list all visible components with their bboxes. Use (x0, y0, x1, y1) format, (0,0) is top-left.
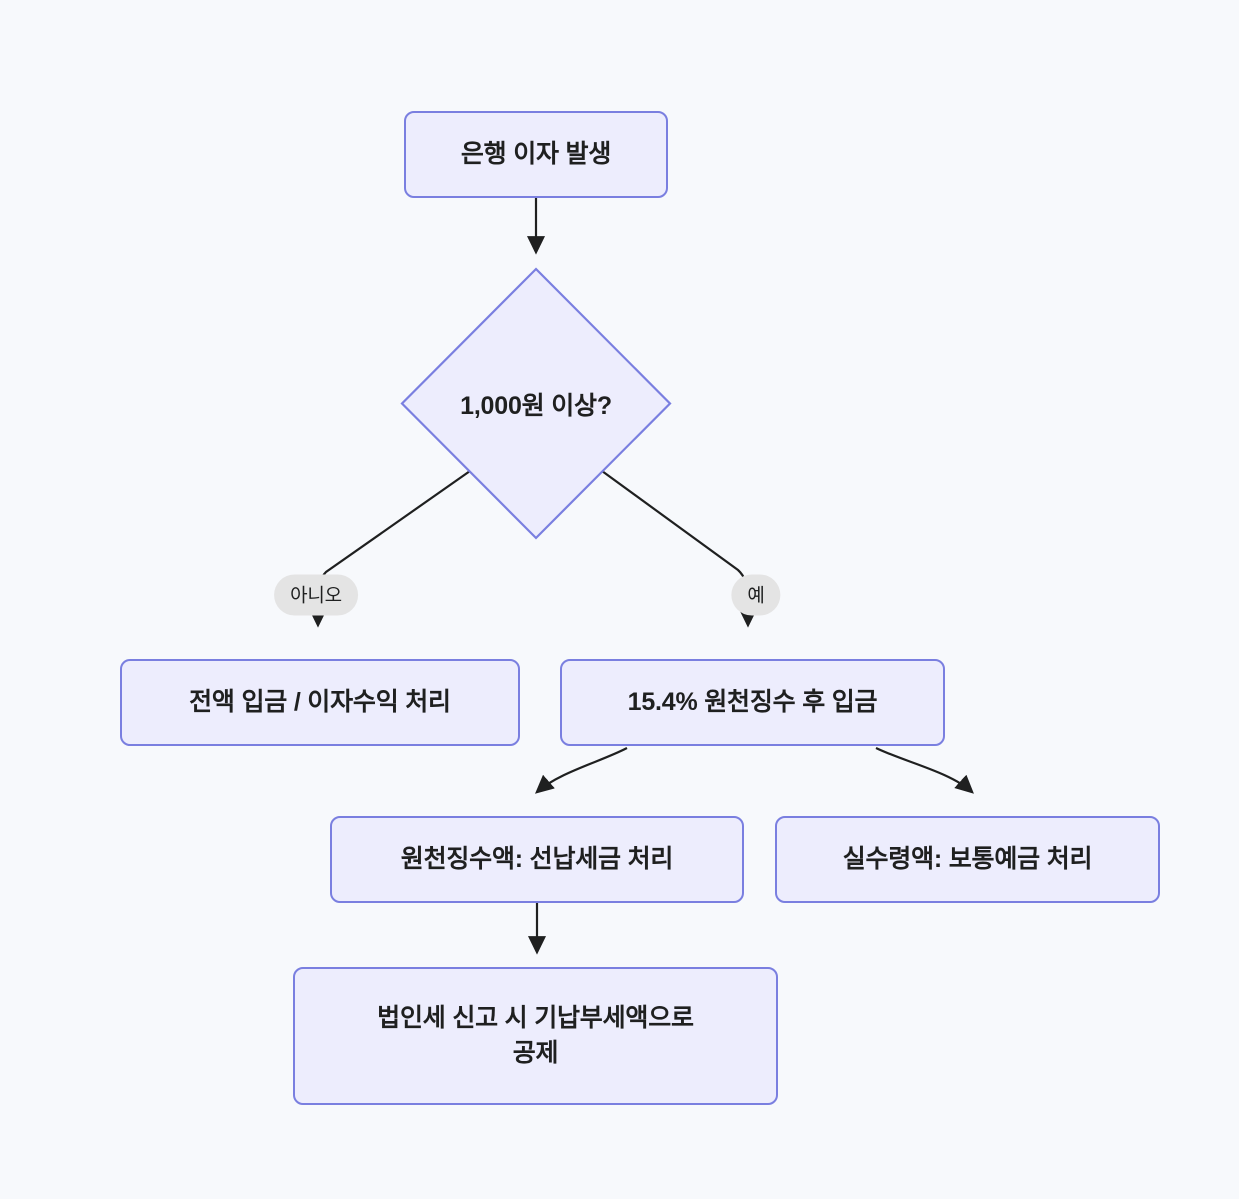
edge-label-yes: 예 (731, 574, 781, 616)
node-yes-branch-label: 15.4% 원천징수 후 입금 (627, 687, 878, 716)
edge-yes-branch-to-net-received (875, 747, 974, 794)
node-tax-credit[interactable]: 법인세 신고 시 기납부세액으로 공제 (293, 967, 778, 1105)
node-no-branch[interactable]: 전액 입금 / 이자수익 처리 (120, 659, 520, 746)
node-decision[interactable]: 1,000원 이상? (400, 267, 672, 540)
edge-label-yes-text: 예 (747, 585, 765, 607)
node-yes-branch[interactable]: 15.4% 원천징수 후 입금 (560, 659, 945, 746)
node-withheld-amount-label: 원천징수액: 선납세금 처리 (400, 844, 674, 873)
node-start-label: 은행 이자 발생 (460, 139, 612, 168)
node-start[interactable]: 은행 이자 발생 (404, 111, 668, 198)
node-decision-label: 1,000원 이상? (460, 391, 612, 420)
node-net-received[interactable]: 실수령액: 보통예금 처리 (775, 816, 1160, 903)
edge-yes-branch-to-withheld (535, 747, 628, 794)
edge-label-no-text: 아니오 (290, 585, 342, 607)
diamond-shape (400, 267, 672, 540)
node-no-branch-label: 전액 입금 / 이자수익 처리 (189, 687, 451, 716)
edge-label-no: 아니오 (274, 574, 358, 616)
node-tax-credit-label: 법인세 신고 시 기납부세액으로 공제 (377, 1003, 694, 1068)
node-withheld-amount[interactable]: 원천징수액: 선납세금 처리 (330, 816, 744, 903)
node-net-received-label: 실수령액: 보통예금 처리 (842, 844, 1093, 873)
